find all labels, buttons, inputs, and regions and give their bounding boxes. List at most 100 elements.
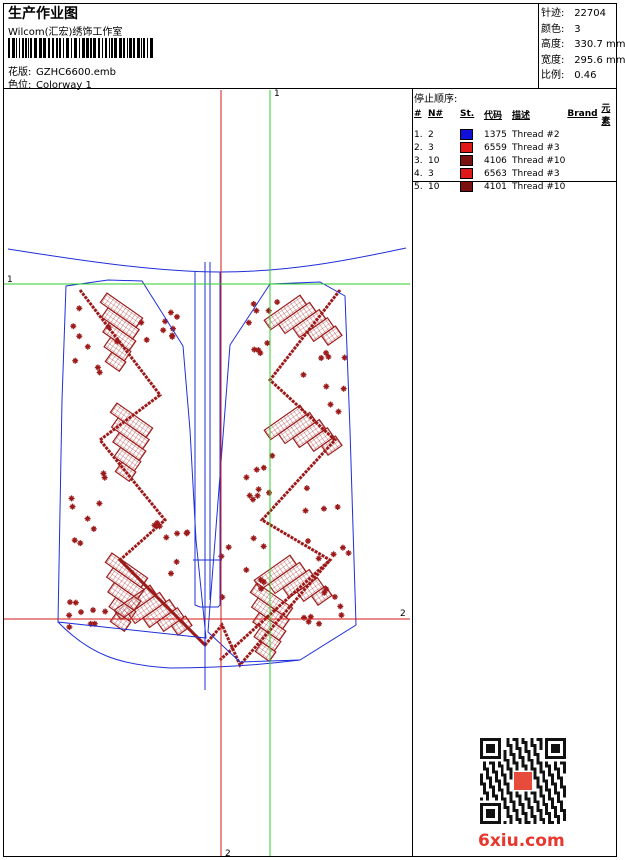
sheet-frame [3, 3, 617, 857]
star-stitch [167, 309, 174, 316]
star-stitch [303, 485, 310, 492]
lattice-motif [99, 292, 144, 373]
star-stitch [330, 551, 337, 558]
header-divider [3, 88, 617, 89]
star-stitch [323, 383, 330, 390]
thread-element [601, 141, 620, 154]
col-description: 描述 [512, 110, 531, 121]
star-stitch [163, 534, 170, 541]
col-code: 代码 [484, 110, 503, 121]
star-stitch [154, 519, 161, 526]
thread-needle: 3 [428, 142, 434, 153]
color-swatch [460, 129, 473, 140]
star-stitch [249, 496, 256, 503]
thread-swatch [460, 154, 484, 167]
star-stitch [100, 470, 107, 477]
star-stitch [84, 515, 91, 522]
star-stitch [245, 319, 252, 326]
star-stitch [250, 535, 257, 542]
design-outline-right [207, 281, 357, 663]
star-stitch [257, 576, 264, 583]
colorway-label: 色位: [8, 80, 32, 91]
star-stitch [66, 599, 73, 606]
star-stitch [246, 492, 253, 499]
stat-value: 22704 [574, 8, 606, 19]
star-stitch [302, 507, 309, 514]
thread-element [601, 167, 620, 180]
star-stitch [66, 612, 73, 619]
star-stitch [331, 593, 338, 600]
star-stitch [114, 338, 121, 345]
star-stitch [173, 313, 180, 320]
stat-label: 颜色: [541, 23, 565, 35]
star-stitch [315, 555, 322, 562]
thread-index: 4. [414, 168, 423, 179]
star-stitch [300, 371, 307, 378]
design-outline-bottom [57, 621, 301, 669]
star-stitch [69, 503, 76, 510]
star-stitch [68, 495, 75, 502]
thread-index: 5. [414, 181, 423, 192]
star-stitch [162, 318, 169, 325]
star-stitch [143, 336, 150, 343]
stat-row: 宽度: 295.6 mm [541, 53, 625, 69]
star-stitch [243, 474, 250, 481]
thread-code: 4106 [484, 155, 507, 166]
star-stitch [334, 503, 341, 510]
thread-table-header: # N# St. 代码 描述 Brand 元素 [414, 101, 620, 128]
star-stitch [102, 608, 109, 615]
axis-label-bottom: 2 [225, 849, 231, 859]
thread-brand [567, 167, 601, 180]
star-stitch [253, 466, 260, 473]
star-stitch [72, 357, 79, 364]
thread-description: Thread #2 [512, 129, 560, 140]
stat-row: 颜色: 3 [541, 22, 625, 38]
stat-value: 295.6 mm [574, 54, 625, 66]
thread-swatch [460, 167, 484, 180]
star-stitch [340, 385, 347, 392]
stat-value: 0.46 [574, 70, 597, 81]
star-stitch [219, 594, 226, 601]
thread-swatch [460, 141, 484, 154]
star-stitch [251, 346, 258, 353]
thread-description: Thread #3 [512, 142, 560, 153]
star-stitch [70, 323, 77, 330]
thread-brand [567, 128, 601, 141]
star-stitch [335, 408, 342, 415]
star-stitch [160, 327, 167, 334]
thread-element [601, 128, 620, 141]
star-stitch [151, 522, 158, 529]
star-stitch [339, 544, 346, 551]
thread-element [601, 154, 620, 167]
thread-brand [567, 141, 601, 154]
color-swatch [460, 181, 473, 192]
star-stitch [72, 599, 79, 606]
star-stitch [325, 353, 332, 360]
stat-label: 针迹: [541, 8, 565, 19]
star-stitch [105, 324, 112, 331]
thread-description: Thread #10 [512, 155, 566, 166]
stat-label: 比例: [541, 70, 565, 81]
star-stitch [301, 614, 308, 621]
embroidery-design: 1 1 2 2 [4, 89, 410, 859]
star-stitch [66, 624, 73, 631]
star-stitch [321, 589, 328, 596]
star-stitch [260, 464, 267, 471]
star-stitch [77, 540, 84, 547]
star-stitch [169, 325, 176, 332]
design-file-line: 花版:GZHC6600.emb [8, 63, 116, 78]
star-stitch [78, 609, 85, 616]
design-file-label: 花版: [8, 67, 32, 78]
thread-index: 2. [414, 142, 423, 153]
star-stitch [76, 305, 83, 312]
star-stitch [96, 500, 103, 507]
star-stitch [323, 586, 330, 593]
star-stitch [71, 537, 78, 544]
star-stitch [84, 343, 91, 350]
star-stitch [174, 530, 181, 537]
star-stitch [76, 333, 83, 340]
star-stitch [305, 618, 312, 625]
